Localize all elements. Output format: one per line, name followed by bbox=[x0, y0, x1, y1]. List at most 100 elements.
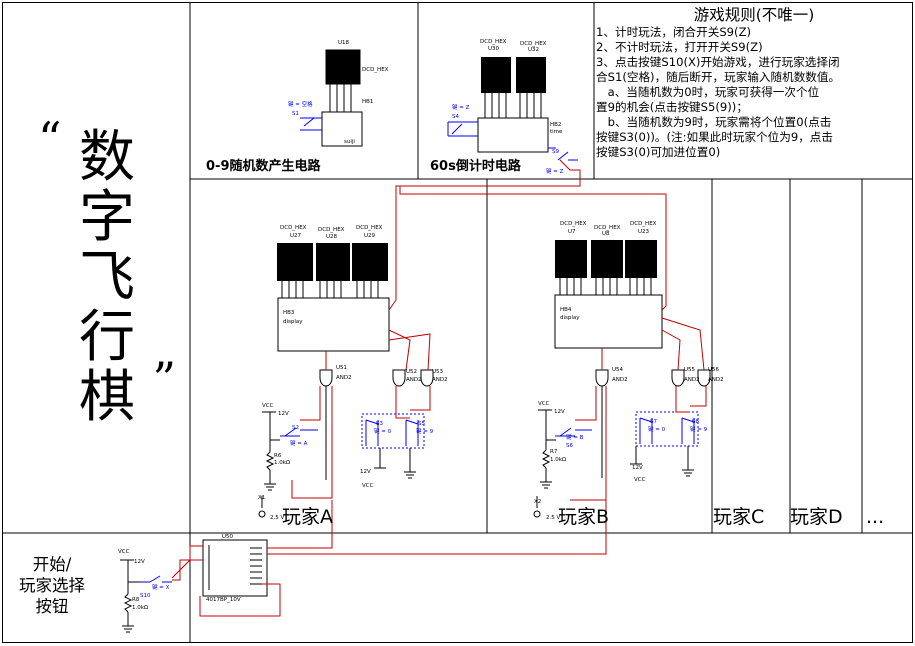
rules-line: 1、计时玩法，闭合开关S9(Z) bbox=[596, 25, 752, 39]
part-label-s2: S2 bbox=[292, 425, 299, 431]
switch-s8 bbox=[681, 417, 695, 444]
part-label-and2: AND2 bbox=[432, 377, 448, 383]
part-label-u52: U52 bbox=[406, 369, 418, 375]
part-label-and2: AND2 bbox=[684, 377, 700, 383]
hex-display-u23 bbox=[625, 240, 657, 278]
part-label-u23: U23 bbox=[638, 229, 650, 235]
part-label-u30: U30 bbox=[488, 46, 500, 52]
red-wires bbox=[171, 159, 707, 617]
and-gate-u55 bbox=[671, 369, 685, 387]
and-gate-u51 bbox=[319, 369, 333, 387]
switch-s7 bbox=[639, 417, 653, 444]
part-label-u53: U53 bbox=[432, 369, 444, 375]
rules-line: b、当随机数为9时，玩家需将个位置0(点击 bbox=[596, 115, 832, 129]
part-label-r8: R8 bbox=[132, 597, 140, 603]
part-label-key-0: 键 = 0 bbox=[648, 427, 666, 433]
part-label-12v: 12V bbox=[278, 411, 289, 417]
part-label-u50: U50 bbox=[222, 534, 234, 540]
part-label-key-z: 键 = Z bbox=[546, 169, 564, 175]
hex-display-u27 bbox=[277, 243, 313, 281]
part-label-r8v: 1.0kΩ bbox=[132, 605, 149, 611]
part-label-key-9: 键 = 9 bbox=[416, 429, 434, 435]
part-label-vcc: VCC bbox=[262, 403, 274, 409]
more-players-label: ... bbox=[866, 506, 885, 528]
timer-circuit-caption: 60s倒计时电路 bbox=[430, 159, 521, 174]
subcircuit-hb1 bbox=[321, 111, 363, 147]
player-c-label: 玩家C bbox=[713, 506, 765, 528]
part-label-key-9: 键 = 9 bbox=[690, 427, 708, 433]
start-caption-line: 玩家选择 bbox=[19, 576, 85, 595]
part-label-vcc: VCC bbox=[634, 477, 646, 483]
part-label-12v: 12V bbox=[554, 409, 565, 415]
part-label-key-x: 键 = X bbox=[152, 585, 170, 591]
part-label-u8: U8 bbox=[602, 231, 610, 237]
part-label-hb2-sub: time bbox=[550, 129, 563, 135]
and-gate-u53 bbox=[420, 369, 434, 387]
part-label-dcd: DCD_HEX bbox=[318, 227, 345, 233]
hex-display-u7 bbox=[555, 240, 587, 278]
rules-line: 3、点击按键S10(X)开始游戏，进行玩家选择闭 bbox=[596, 55, 840, 69]
part-label-u51: U51 bbox=[336, 365, 348, 371]
part-label-2v5: 2.5 V bbox=[546, 515, 561, 521]
title-char-4: 行 bbox=[79, 305, 135, 370]
part-label-hb4: HB4 bbox=[560, 307, 572, 313]
part-label-s1: S1 bbox=[292, 111, 299, 117]
and-gate-u52 bbox=[392, 369, 406, 387]
part-label-r7: R7 bbox=[550, 449, 558, 455]
hex-display-u8 bbox=[591, 240, 623, 278]
hex-display-u18 bbox=[325, 49, 361, 112]
part-label-hb3: HB3 bbox=[283, 310, 295, 316]
part-label-dcd: DCD_HEX bbox=[560, 221, 587, 227]
and-gate-u54 bbox=[595, 369, 609, 387]
start-caption-line: 按钮 bbox=[35, 597, 69, 616]
part-label-dcd: DCD_HEX bbox=[594, 225, 621, 231]
part-label-dcd: DCD_HEX bbox=[520, 41, 547, 47]
title-quote-open: “ bbox=[38, 112, 62, 166]
part-label-and2: AND2 bbox=[406, 377, 422, 383]
part-label-dcd: DCD_HEX bbox=[362, 67, 389, 73]
switch-s2 bbox=[280, 427, 318, 437]
part-label-key-z: 键 = Z bbox=[452, 105, 470, 111]
part-label-vcc: VCC bbox=[118, 549, 130, 555]
random-circuit-caption: 0-9随机数产生电路 bbox=[206, 159, 321, 174]
game-title: “ 数 字 飞 行 棋 ” bbox=[38, 112, 176, 430]
hex-display-u29 bbox=[352, 243, 388, 281]
part-label-x2: X2 bbox=[534, 499, 542, 505]
part-label-display: display bbox=[283, 319, 303, 325]
part-label-hb1: HB1 bbox=[362, 99, 374, 105]
player-a-label: 玩家A bbox=[282, 506, 333, 528]
part-label-s6: S6 bbox=[566, 443, 573, 449]
part-label-x1: X1 bbox=[258, 495, 266, 501]
player-b-label: 玩家B bbox=[558, 506, 610, 528]
subcircuit-hb2 bbox=[477, 117, 549, 153]
part-label-key-a: 键 = A bbox=[290, 441, 308, 447]
part-label-s10: S10 bbox=[140, 593, 151, 599]
hex-display-u32 bbox=[516, 57, 546, 118]
part-label-vcc: VCC bbox=[362, 483, 374, 489]
hex-display-u28 bbox=[316, 243, 350, 281]
switch-s3 bbox=[365, 419, 379, 446]
part-label-12v: 12V bbox=[360, 469, 371, 475]
part-label-s4: S4 bbox=[452, 114, 459, 120]
start-button-caption: 开始/ 玩家选择 按钮 bbox=[10, 554, 94, 617]
hex-display-u30 bbox=[481, 57, 511, 118]
part-label-and2: AND2 bbox=[708, 377, 724, 383]
part-label-and2: AND2 bbox=[612, 377, 628, 383]
subcircuit-hb4 bbox=[554, 294, 663, 349]
part-label-u56: U56 bbox=[708, 367, 720, 373]
part-label-u55: U55 bbox=[684, 367, 696, 373]
part-label-hb2: HB2 bbox=[550, 122, 562, 128]
rules-heading: 游戏规则(不唯一) bbox=[693, 6, 815, 24]
switch-s1 bbox=[300, 117, 322, 131]
part-label-r7v: 1.0kΩ bbox=[550, 457, 567, 463]
part-label-s7: S7 bbox=[650, 419, 657, 425]
part-label-key-space: 键 = 空格 bbox=[288, 102, 313, 108]
part-label-key-b: 键 = B bbox=[566, 435, 584, 441]
part-label-r6: R6 bbox=[274, 453, 282, 459]
rules-line: 2、不计时玩法，打开开关S9(Z) bbox=[596, 40, 763, 54]
title-quote-close: ” bbox=[152, 352, 176, 406]
part-label-dcd: DCD_HEX bbox=[356, 225, 383, 231]
switch-s5 bbox=[405, 419, 419, 446]
title-char-1: 数 bbox=[79, 125, 135, 190]
